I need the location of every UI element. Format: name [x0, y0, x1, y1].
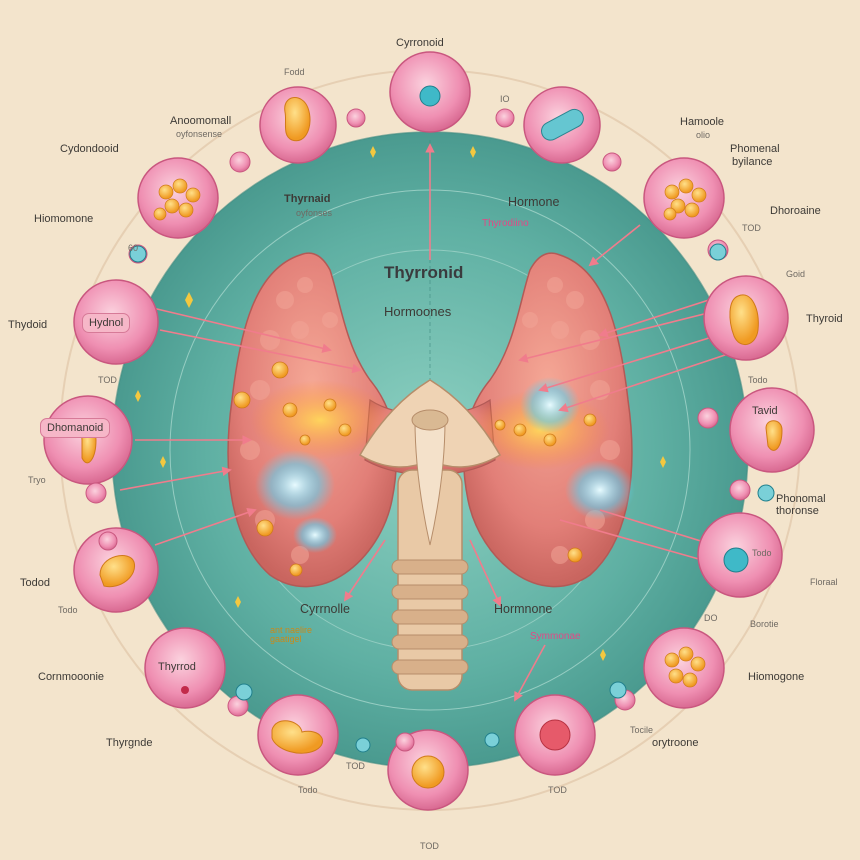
lower-left-label: Cyrrnolle [300, 602, 351, 616]
tag-dhomanoid: Dhomanoid [40, 418, 111, 438]
label-bottom-small-3: TOD [420, 841, 439, 851]
lower-right-label: Hormnone [494, 602, 553, 616]
label-todod: Todod [20, 577, 50, 589]
label-hamoole: Hamoole [680, 116, 725, 128]
cell-right-lower [697, 512, 783, 598]
label-top: Cyrronoid [396, 37, 444, 49]
label-dhoroaine: Dhoroaine [770, 205, 821, 217]
label-cornmoonie: Cornmooonie [38, 671, 105, 683]
cell-top-right [523, 86, 601, 164]
cell-bottom-left-2 [257, 694, 339, 776]
cell-bottom-right [643, 627, 725, 709]
label-dhoroaine-small: TOD [742, 223, 761, 233]
tag-hydnol: Hydnol [82, 313, 131, 333]
label-left-small-1: TOD [98, 375, 117, 385]
label-hiomomone-badge: 60 [128, 243, 139, 253]
label-right-small-2: DO [704, 613, 718, 623]
label-borotie: Borotie [750, 619, 779, 629]
cell-bottom-left [144, 627, 226, 709]
lower-right-sublabel: Symmonae [530, 631, 581, 642]
cell-left-middle [43, 395, 133, 485]
center-title: Thyrronid [384, 263, 464, 282]
label-hiomogone: Hiomogone [748, 671, 805, 683]
label-hiomomone: Hiomomone [34, 213, 94, 225]
label-tryo: Tryo [28, 475, 46, 485]
cell-top [389, 51, 471, 133]
upper-left-label: Thyrnaid [284, 193, 331, 205]
center-subtitle: Hormoones [384, 304, 452, 319]
trachea [358, 379, 502, 691]
lower-left-sublabel: ant naelire gaatigel [270, 625, 313, 644]
label-bottom-small-1: TOD [346, 761, 365, 771]
label-thyrrod: Thyrrod [158, 661, 196, 673]
upper-left-sublabel: oyfonses [296, 208, 333, 218]
label-phonomal: Phonomal [776, 493, 826, 505]
label-anoomemal: Anoomomall [170, 115, 232, 127]
cell-upper-right [643, 157, 725, 239]
label-phonomal-sub: thoronse [776, 505, 819, 517]
label-top-left-small: Fodd [284, 67, 305, 77]
cell-upper-left [137, 157, 219, 239]
label-hamoole-sub: olio [696, 130, 711, 140]
label-anoomemal-sub: oyfonsense [176, 129, 223, 139]
cell-right-upper [703, 275, 789, 361]
label-thydoid: Thydoid [8, 319, 48, 331]
cell-top-left [259, 86, 337, 164]
label-thyrgnde: Thyrgnde [106, 737, 153, 749]
label-phomenal: Phomenal [730, 143, 780, 155]
cell-bottom-right-2 [514, 694, 596, 776]
label-thyroid-right: Thyroid [806, 313, 843, 325]
label-orytroone: orytroone [652, 737, 699, 749]
label-tavid: Tavid [752, 405, 778, 417]
cell-right-middle [729, 387, 815, 473]
upper-right-sublabel: Thyrodiino [482, 218, 529, 229]
label-phomenal-sub: byilance [732, 156, 773, 168]
upper-right-label: Hormone [508, 195, 560, 209]
label-top-io: IO [500, 94, 510, 104]
label-floraal: Floraal [810, 577, 838, 587]
cell-left-lower [73, 527, 159, 613]
label-tocile: Tocile [630, 725, 654, 735]
label-cydondoid: Cydondooid [60, 143, 119, 155]
label-bottom-small-4: TOD [548, 785, 567, 795]
label-todo-right: Todo [748, 375, 768, 385]
label-right-small-1: Todo [752, 548, 772, 558]
label-todod-small: Todo [58, 605, 78, 615]
label-bottom-small-2: Todo [298, 785, 318, 795]
label-gold-small: Goid [786, 269, 806, 279]
